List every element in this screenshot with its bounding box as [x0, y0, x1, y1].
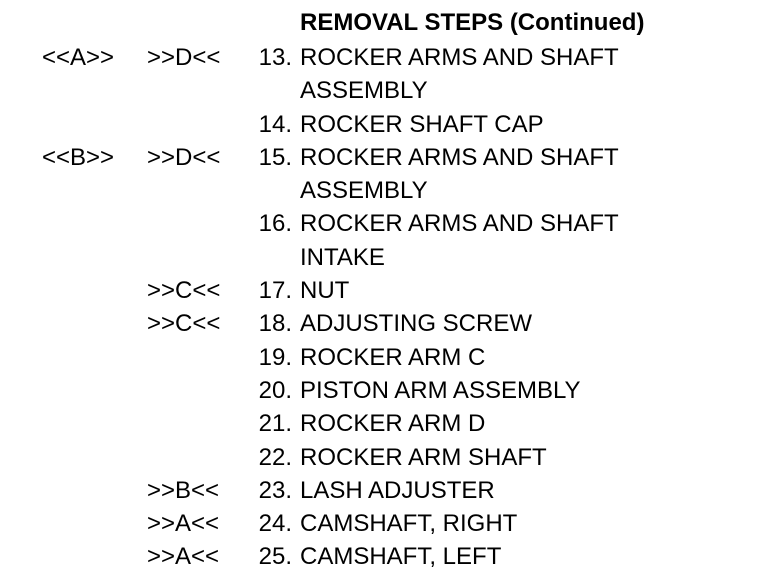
- step-row: <<A>> >>D<< 13. ROCKER ARMS AND SHAFT: [0, 41, 768, 74]
- step-text: INTAKE: [300, 243, 385, 271]
- step-row: <<B>> >>D<< 15. ROCKER ARMS AND SHAFT: [0, 141, 768, 174]
- step-text: ROCKER SHAFT CAP: [300, 110, 544, 138]
- step-row: 21. ROCKER ARM D: [0, 407, 768, 440]
- step-number: 19.: [258, 343, 292, 371]
- removal-ref: >>A<<: [147, 543, 220, 571]
- step-text: ROCKER ARMS AND SHAFT: [300, 210, 619, 238]
- step-row: >>C<< 17. NUT: [0, 274, 768, 307]
- installation-ref: <<B>>: [42, 143, 115, 171]
- step-number: 20.: [258, 376, 292, 404]
- step-text: ROCKER ARMS AND SHAFT: [300, 44, 619, 71]
- step-row: ASSEMBLY: [0, 174, 768, 207]
- step-text: ROCKER ARM C: [300, 343, 486, 371]
- step-number: 17.: [258, 277, 292, 305]
- step-number: 21.: [258, 410, 292, 438]
- removal-steps-list: <<A>> >>D<< 13. ROCKER ARMS AND SHAFT AS…: [0, 41, 768, 574]
- removal-ref: >>B<<: [147, 476, 220, 504]
- step-row: >>B<< 23. LASH ADJUSTER: [0, 474, 768, 507]
- step-row: >>A<< 24. CAMSHAFT, RIGHT: [0, 507, 768, 540]
- step-text: CAMSHAFT, RIGHT: [300, 510, 518, 538]
- step-number: 15.: [258, 143, 292, 171]
- step-row: >>A<< 25. CAMSHAFT, LEFT: [0, 540, 768, 573]
- step-text: NUT: [300, 277, 350, 305]
- step-text: ASSEMBLY: [300, 77, 428, 105]
- step-number: 18.: [258, 310, 292, 338]
- step-row: 19. ROCKER ARM C: [0, 341, 768, 374]
- step-text: LASH ADJUSTER: [300, 476, 495, 504]
- step-row: 22. ROCKER ARM SHAFT: [0, 441, 768, 474]
- step-text: ROCKER ARM SHAFT: [300, 443, 547, 471]
- removal-ref: >>C<<: [147, 310, 221, 338]
- step-number: 24.: [258, 510, 292, 538]
- step-text: ASSEMBLY: [300, 177, 428, 205]
- step-text: ROCKER ARM D: [300, 410, 486, 438]
- removal-ref: >>D<<: [147, 143, 221, 171]
- step-row: 14. ROCKER SHAFT CAP: [0, 108, 768, 141]
- page-title: REMOVAL STEPS (Continued): [300, 9, 645, 36]
- step-number: 23.: [258, 476, 292, 504]
- step-text: PISTON ARM ASSEMBLY: [300, 376, 581, 404]
- step-text: ROCKER ARMS AND SHAFT: [300, 143, 619, 171]
- removal-ref: >>C<<: [147, 277, 221, 305]
- installation-ref: <<A>>: [42, 44, 115, 71]
- removal-ref: >>A<<: [147, 510, 220, 538]
- step-row: 16. ROCKER ARMS AND SHAFT: [0, 207, 768, 240]
- step-number: 14.: [258, 110, 292, 138]
- step-row: 20. PISTON ARM ASSEMBLY: [0, 374, 768, 407]
- step-text: CAMSHAFT, LEFT: [300, 543, 502, 571]
- step-row: INTAKE: [0, 241, 768, 274]
- step-row: >>C<< 18. ADJUSTING SCREW: [0, 307, 768, 340]
- step-number: 16.: [258, 210, 292, 238]
- step-number: 25.: [258, 543, 292, 571]
- step-row: ASSEMBLY: [0, 74, 768, 107]
- removal-ref: >>D<<: [147, 44, 221, 71]
- step-number: 13.: [258, 44, 292, 71]
- step-number: 22.: [258, 443, 292, 471]
- step-text: ADJUSTING SCREW: [300, 310, 533, 338]
